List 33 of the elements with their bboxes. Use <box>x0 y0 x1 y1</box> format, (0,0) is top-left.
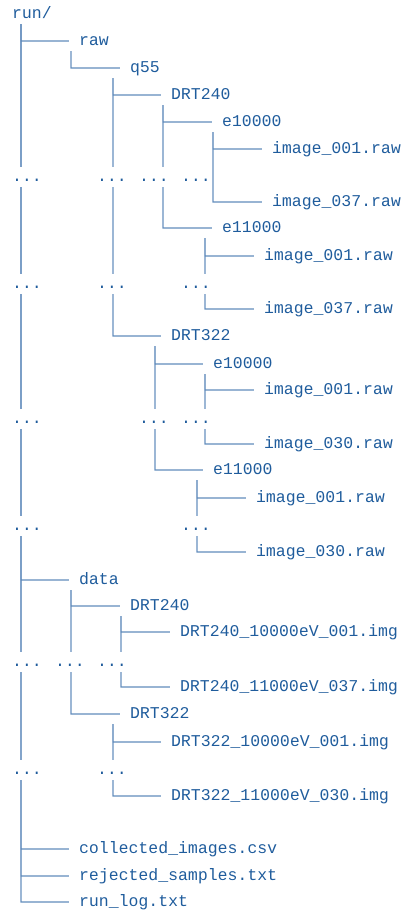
tree-connector <box>70 51 120 69</box>
file-name: run_log.txt <box>79 892 188 912</box>
folder-name: DRT322 <box>130 704 190 724</box>
tree-connector <box>212 132 262 203</box>
file-name: image_001.raw <box>264 246 393 266</box>
folder-name: DRT322 <box>171 326 230 346</box>
tree-connector <box>112 78 161 337</box>
file-name: image_030.raw <box>264 434 393 454</box>
folder-name: q55 <box>130 58 160 78</box>
file-name: DRT322_11000eV_030.img <box>171 786 389 806</box>
tree-connector <box>154 346 203 471</box>
file-name: DRT322_10000eV_001.img <box>171 732 389 752</box>
folder-name: e10000 <box>222 112 282 132</box>
folder-name: DRT240 <box>130 596 190 616</box>
folder-name: raw <box>79 31 109 51</box>
file-name: DRT240_11000eV_037.img <box>180 677 398 697</box>
file-name: image_037.raw <box>272 192 401 212</box>
file-name: image_001.raw <box>272 139 401 159</box>
folder-name: e11000 <box>222 218 282 238</box>
folder-name: data <box>79 570 119 590</box>
file-name: image_030.raw <box>256 542 385 562</box>
folder-name: DRT240 <box>171 85 230 105</box>
folder-name: e10000 <box>213 354 272 374</box>
file-name: DRT240_10000eV_001.img <box>180 622 398 642</box>
file-name: collected_images.csv <box>79 839 278 859</box>
tree-connector <box>162 105 212 229</box>
folder-name: e11000 <box>213 460 272 480</box>
file-name: image_037.raw <box>264 299 393 319</box>
file-name: image_001.raw <box>264 380 393 400</box>
file-name: rejected_samples.txt <box>79 866 278 886</box>
folder-name: run/ <box>12 4 52 24</box>
file-name: image_001.raw <box>256 488 385 508</box>
tree-connector <box>70 590 120 715</box>
